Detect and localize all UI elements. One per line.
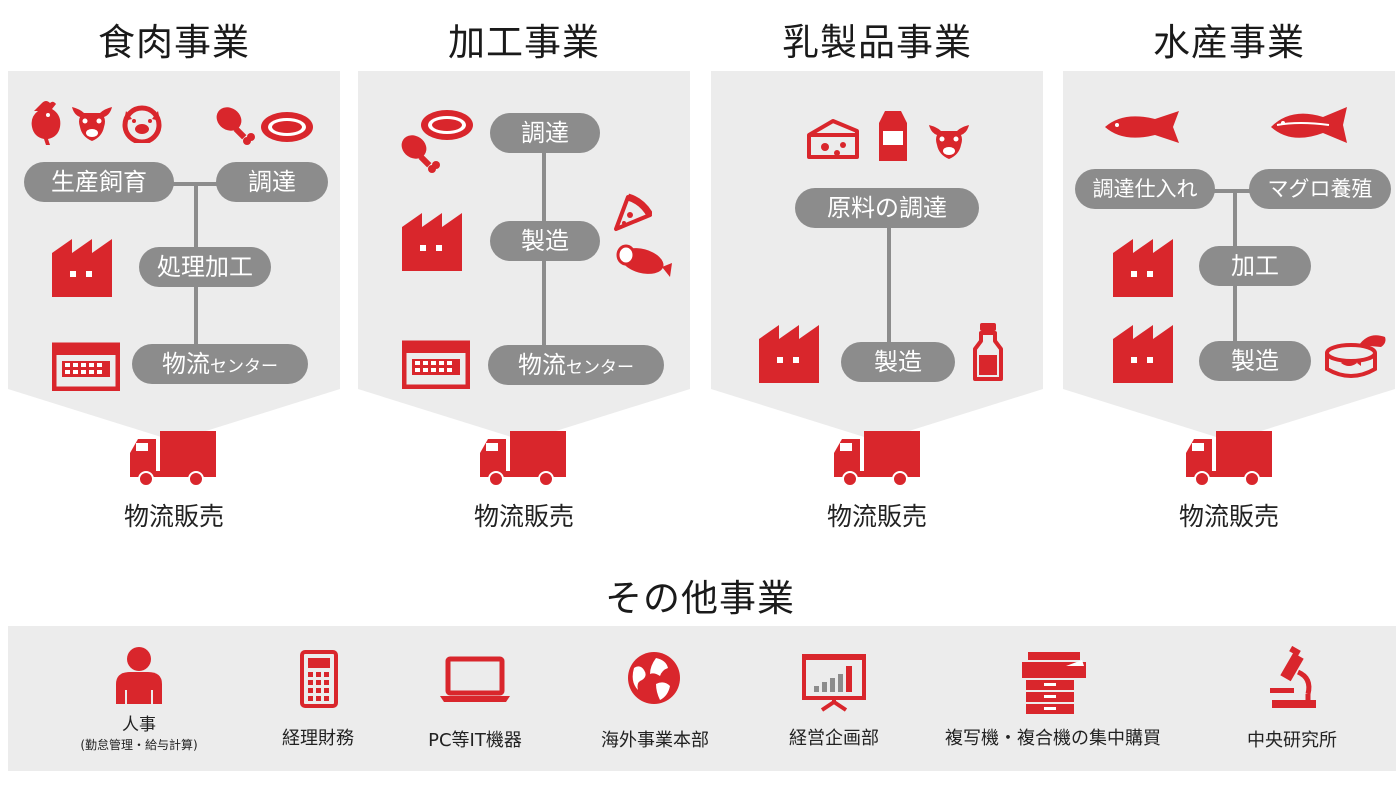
sausage-icon [616,244,672,277]
step-pill: 製造 [490,221,600,261]
factory-icon [402,213,462,271]
chicken-leg-icon [401,135,440,173]
segment-panel-meat: 生産飼育 調達 処理加工 物流センター [8,71,340,441]
distribution-label: 物流販売 [123,502,224,531]
truck-icon [1186,431,1272,487]
cheese-icon [807,119,859,159]
laptop-icon [440,656,510,702]
segment-panel-processing: 調達 製造 物流センター [358,71,690,441]
connector [887,201,891,351]
step-pill: 加工 [1199,246,1311,286]
step-pill: 物流センター [488,345,664,385]
other-item-label: 経営企画部 [789,728,879,749]
other-item-label: PC等IT機器 [428,730,522,751]
step-pill: 調達 [216,162,328,202]
other-business-band: 人事 (勤怠管理・給与計算) 経理財務 PC等IT機器 海外事業本部 [8,626,1396,771]
steak-icon [421,110,473,140]
other-item-label: 経理財務 [282,728,354,749]
other-item-hr: 人事 (勤怠管理・給与計算) [64,646,214,766]
pig-icon [122,105,162,143]
factory-icon [52,239,112,297]
other-item-overseas: 海外事業本部 [580,650,730,766]
other-item-planning: 経営企画部 [764,652,904,766]
segment-panel-dairy: 原料の調達 製造 [711,71,1043,441]
distribution-label: 物流販売 [826,502,927,531]
other-item-label: 中央研究所 [1247,730,1337,751]
calculator-icon [300,650,338,708]
truck-icon [480,431,566,487]
other-item-label: 海外事業本部 [601,730,709,751]
truck-icon [834,431,920,487]
milk-carton-icon [879,111,907,161]
factory-icon [1113,239,1173,297]
other-item-label: 複写機・複合機の集中購買 [945,728,1161,749]
warehouse-icon [402,340,470,389]
segment-title-processing: 加工事業 [448,21,600,64]
copier-icon [1022,652,1086,714]
steak-icon [261,112,313,142]
truck-icon [130,431,216,487]
other-item-sublabel: (勤怠管理・給与計算) [80,738,198,752]
globe-icon [628,652,680,704]
other-item-label: 人事 [122,715,156,735]
step-pill: 生産飼育 [24,162,174,202]
cow-icon [72,107,112,141]
segment-title-meat: 食肉事業 [98,21,250,64]
other-item-research: 中央研究所 [1222,646,1362,766]
step-pill: 調達仕入れ [1075,169,1215,209]
presentation-chart-icon [802,654,866,712]
distribution-label: 物流販売 [1178,502,1279,531]
step-pill: 製造 [841,342,955,382]
pizza-slice-icon [614,193,652,231]
milk-bottle-icon [973,323,1003,381]
segment-title-seafood: 水産事業 [1153,21,1305,64]
step-pill: 処理加工 [139,247,271,287]
canned-fish-icon [1325,335,1386,378]
microscope-icon [1270,646,1316,708]
connector [1209,189,1253,193]
other-item-accounting: 経理財務 [258,650,378,770]
factory-icon [1113,325,1173,383]
tuna-icon [1271,107,1347,143]
step-pill: 製造 [1199,341,1311,381]
step-pill: 原料の調達 [795,188,979,228]
segment-panel-seafood: 調達仕入れ マグロ養殖 加工 製造 [1063,71,1395,441]
step-pill: 物流センター [132,344,308,384]
cow-icon [929,125,969,159]
other-item-it: PC等IT機器 [410,656,540,766]
chicken-icon [31,101,61,145]
person-icon [116,647,162,704]
factory-icon [759,325,819,383]
fish-icon [1105,111,1179,143]
distribution-label: 物流販売 [473,502,574,531]
step-pill: マグロ養殖 [1249,169,1391,209]
segment-title-dairy: 乳製品事業 [782,21,972,64]
warehouse-icon [52,342,120,391]
other-item-copier: 複写機・複合機の集中購買 [918,652,1188,766]
step-pill: 調達 [490,113,600,153]
other-business-title: その他事業 [605,577,795,620]
chicken-leg-icon [216,107,255,145]
